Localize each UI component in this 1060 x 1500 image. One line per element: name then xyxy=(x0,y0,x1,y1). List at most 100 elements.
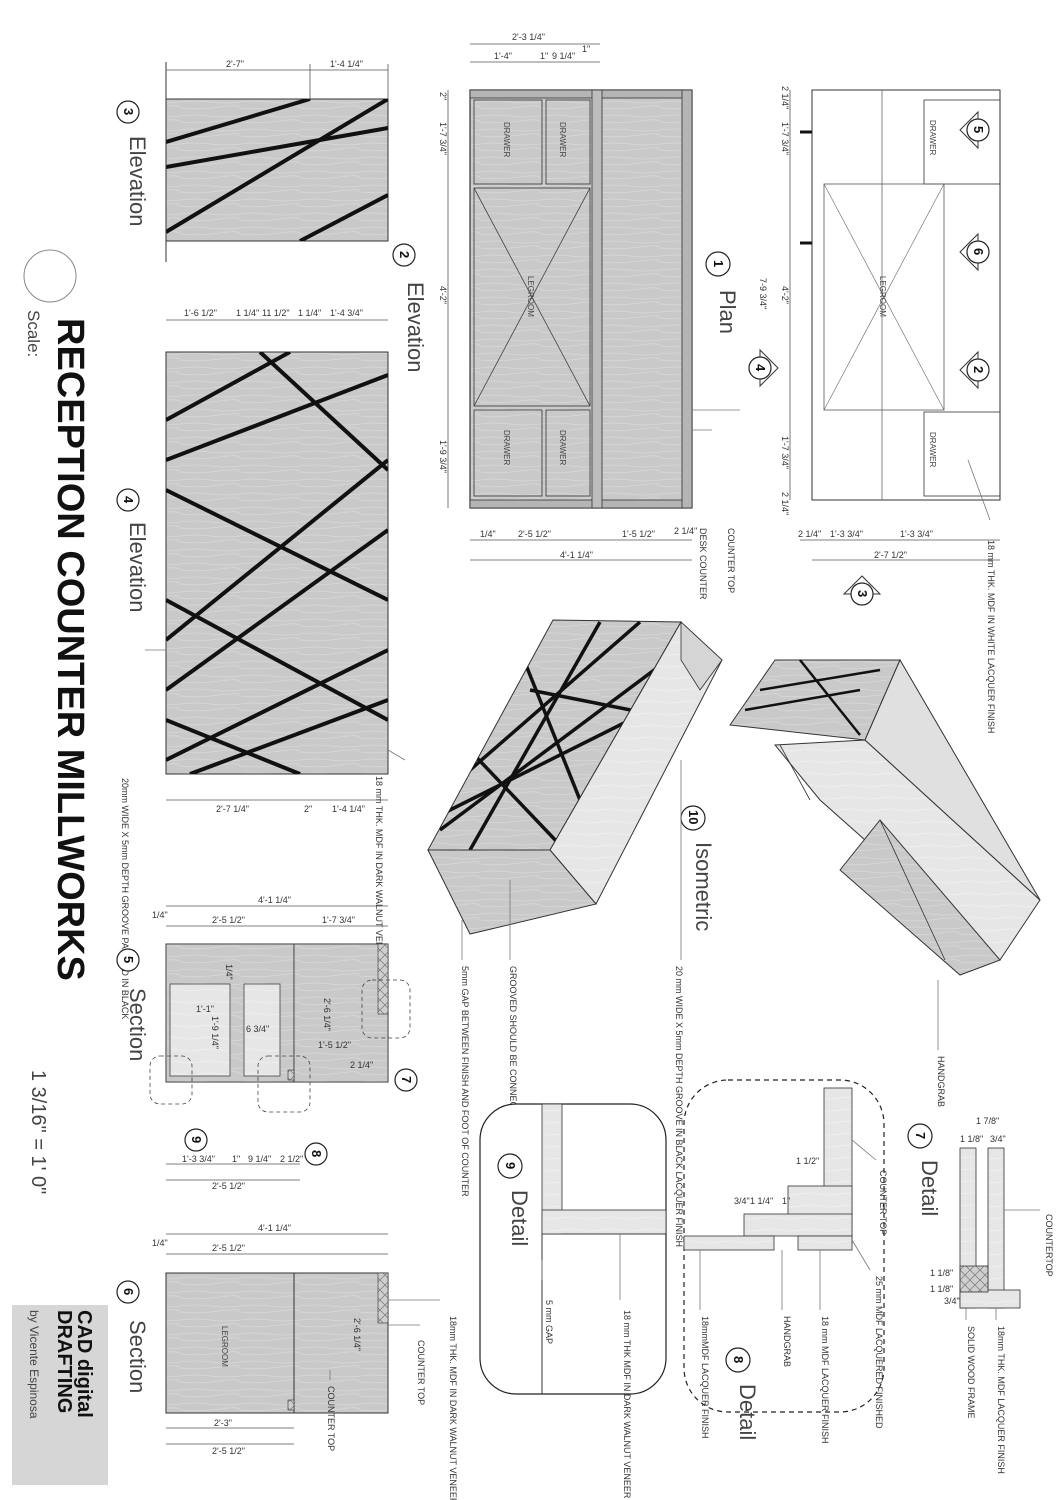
d8-c: 1 1/4" xyxy=(750,1196,773,1206)
brand-author: by Vicente Espinosa xyxy=(27,1310,41,1419)
d8-mdf25-note: 25 mm MDF LACQUERED FINISHED xyxy=(874,1276,884,1429)
plan-bottom-a: 1/4" xyxy=(480,529,496,539)
d7-solid-wood xyxy=(959,1265,989,1293)
s5-i1: 1/4" xyxy=(224,964,234,980)
s5-btotal: 2'-5 1/2" xyxy=(212,1181,245,1191)
s6-c: 1/4" xyxy=(152,1238,168,1248)
plan2-drawer-bottom xyxy=(923,411,1001,497)
view4-number: 4 xyxy=(121,496,136,504)
svg-text:3: 3 xyxy=(855,590,870,597)
elevation-2-label: 2 Elevation xyxy=(392,243,428,373)
marker-8: 8 xyxy=(309,1150,324,1157)
marker-6: 6 xyxy=(959,232,990,272)
title-block: RECEPTION COUNTER MILLWORKS Scale: 1 3/1… xyxy=(12,249,108,1485)
view5-label: Section xyxy=(125,988,150,1061)
marker-3: 3 xyxy=(842,575,882,606)
view6-label: Section xyxy=(125,1320,150,1393)
d7-d: 1 1/8" xyxy=(930,1268,953,1278)
d7-countertop-note: COUNTERTOP xyxy=(1044,1214,1054,1277)
view10-label: Isometric xyxy=(691,842,716,931)
plan-bottom-b: 2'-5 1/2" xyxy=(518,529,551,539)
iso-connected-note: GROOVED SHOULD BE CONNECTED xyxy=(508,966,518,1127)
view5-number: 5 xyxy=(121,956,136,963)
e4-top-e: 1'-4 3/4" xyxy=(330,308,363,318)
e3-dim-b: 1'-4 1/4" xyxy=(330,59,363,69)
scale-label: Scale: xyxy=(24,310,43,357)
e4-bottom-b: 2" xyxy=(304,804,312,814)
view7-label: Detail xyxy=(917,1160,942,1216)
d8-mdf-lacquer-note: 18mmMDF LACQUER FINISH xyxy=(700,1316,710,1439)
view6-number: 6 xyxy=(121,1288,136,1295)
e4-mdf-note: 18 mm THK. MDF IN DARK WALNUT VENEER LAC… xyxy=(374,776,384,1057)
elevation-3: 2'-7" 1'-4 1/4" 3 Elevation xyxy=(116,59,389,262)
s6-b2: 2'-5 1/2" xyxy=(212,1446,245,1456)
p2-side-b: 1'-7 3/4" xyxy=(780,122,790,155)
d7-b: 1 1/8" xyxy=(960,1134,983,1144)
s5-i3: 1'-9 1/4" xyxy=(210,1016,220,1049)
s5-b1: 1'-3 3/4" xyxy=(182,1154,215,1164)
s5-b4: 2 1/2" xyxy=(280,1154,303,1164)
section5-drawer-1 xyxy=(169,983,231,1077)
plan-top-d: 1" xyxy=(582,44,590,54)
plan-drawer-label-1: DRAWER xyxy=(502,122,511,157)
p2-side-e: 2 1/4" xyxy=(780,492,790,515)
section5-drawer-2 xyxy=(243,983,281,1077)
d7-a: 1 7/8" xyxy=(976,1116,999,1126)
view3-number: 3 xyxy=(121,108,136,115)
s5-i7: 2 1/4" xyxy=(350,1060,373,1070)
d8-a: 1 1/2" xyxy=(796,1156,819,1166)
plan-side-d: 1'-9 3/4" xyxy=(438,440,448,473)
north-circle xyxy=(23,249,77,303)
plan-side-a: 2" xyxy=(438,92,448,100)
isometric-10: 10 Isometric 20 mm WIDE X 5mm DEPTH GROO… xyxy=(427,619,1041,1247)
s6-total: 4'-1 1/4" xyxy=(258,1223,291,1233)
s5-i2: 1'-1" xyxy=(196,1004,214,1014)
plan-drawer-3 xyxy=(473,409,543,497)
svg-text:2: 2 xyxy=(971,366,986,373)
plan-1: DRAWER DRAWER DRAWER DRAWER LEGROOM 2'-3… xyxy=(438,32,740,600)
iso-right-end xyxy=(839,819,1001,976)
view2-label: Elevation xyxy=(403,282,428,373)
marker-9: 9 xyxy=(189,1136,204,1143)
s5-b2: 1" xyxy=(232,1154,240,1164)
marker-2: 2 xyxy=(959,350,990,390)
s6-countertop-note2: COUNTER TOP xyxy=(326,1386,336,1451)
d8-b: 3/4" xyxy=(734,1196,750,1206)
elevation-3-grooves xyxy=(166,99,388,241)
plan2-drawer-label-top: DRAWER xyxy=(928,120,937,155)
section-5: 4'-1 1/4" 2'-5 1/2" 1'-7 3/4" 1/4" 1/4" … xyxy=(116,895,418,1191)
detail-8: 1 1/2" 3/4" 1 1/4" 1" 8 Detail 18mmMDF L… xyxy=(683,1079,888,1444)
p2-side-d: 1'-7 3/4" xyxy=(780,436,790,469)
s5-i5: 2'-6 1/4" xyxy=(322,998,332,1031)
d8-mdf-lacquer2-note: 18 mm MDF LACQUER FINISH xyxy=(820,1316,830,1444)
plan-top-b: 1" xyxy=(540,51,548,61)
plan2-outline xyxy=(811,89,1001,501)
s6-countertop-note: COUNTER TOP xyxy=(416,1340,426,1405)
plan-drawer-4 xyxy=(545,409,591,497)
s5-i4: 6 3/4" xyxy=(246,1024,269,1034)
plan-white-note: 18 mm THK. MDF IN WHITE LACQUER FINISH xyxy=(986,540,996,733)
view9-label: Detail xyxy=(507,1190,532,1246)
marker-9-circle xyxy=(184,1128,208,1152)
p2-bottom-c: 1'-3 3/4" xyxy=(900,529,933,539)
p2-bottom-a: 2 1/4" xyxy=(798,529,821,539)
p2-bottom-total: 2'-7 1/2" xyxy=(874,550,907,560)
iso-handgrab-note: HANDGRAB xyxy=(936,1056,946,1107)
d7-mdf-note: 18mm THK. MDF LACQUER FINISH xyxy=(996,1326,1006,1474)
svg-text:6: 6 xyxy=(971,248,986,255)
s6-b1: 2'-3" xyxy=(214,1418,232,1428)
view2-number: 2 xyxy=(397,251,412,258)
detail-9: 9 Detail 5 mm GAP 18 mm THK MDF IN DARK … xyxy=(479,1103,667,1499)
view3-label: Elevation xyxy=(125,136,150,227)
d7-c: 3/4" xyxy=(990,1134,1006,1144)
d8-countertop-note: COUNTER TOP xyxy=(878,1170,888,1235)
marker-4: 4 xyxy=(748,348,779,388)
s6-mdf-note: 18mm THK. MDF IN DARK WALNUT VENEER xyxy=(448,1316,458,1500)
e4-top-b: 1 1/4" xyxy=(236,308,259,318)
section6-outline xyxy=(165,1272,389,1414)
plan-drawer-label-3: DRAWER xyxy=(502,430,511,465)
detail-7: 1 7/8" 1 1/8" 3/4" 1 1/8" 1 1/8" 3/4" 7 … xyxy=(907,1116,1054,1474)
plan-drawer-label-2: DRAWER xyxy=(558,122,567,157)
plan-top-a: 1'-4" xyxy=(494,51,512,61)
s5-total: 4'-1 1/4" xyxy=(258,895,291,905)
